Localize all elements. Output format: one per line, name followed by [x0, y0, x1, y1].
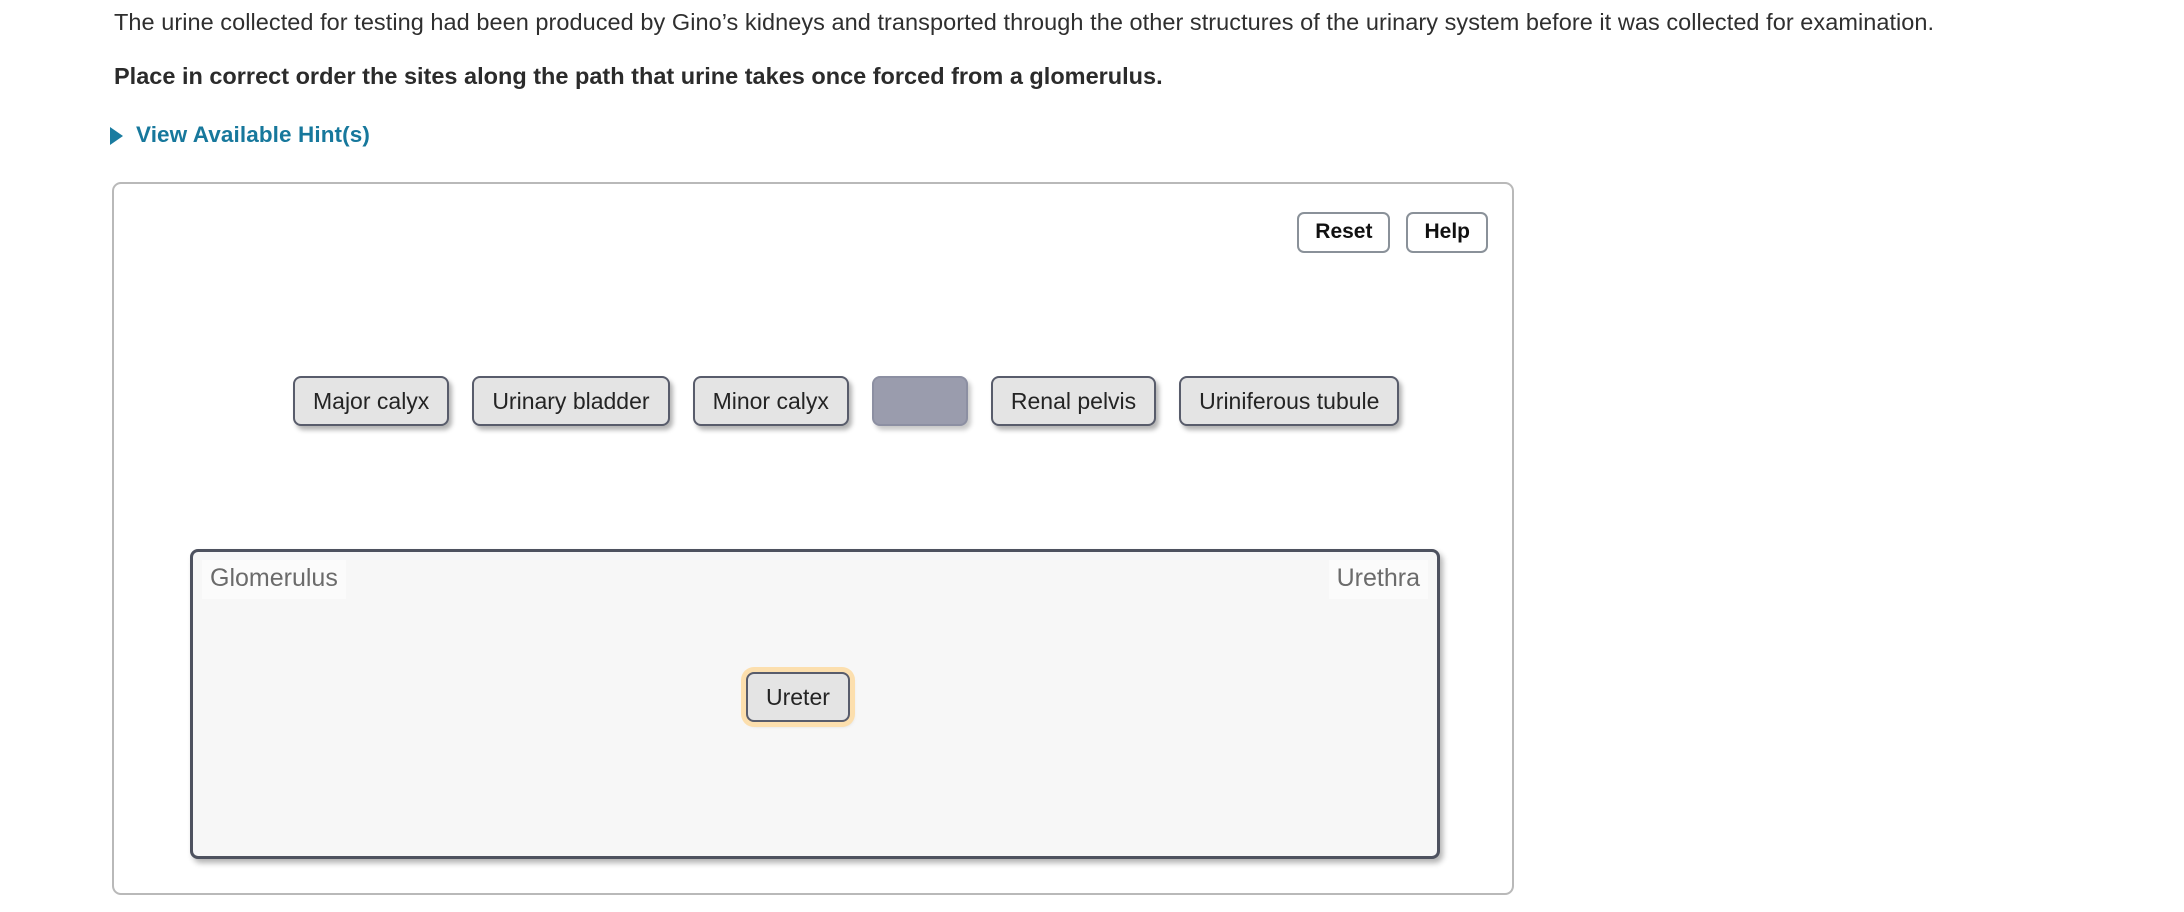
view-hints-label: View Available Hint(s) — [136, 122, 370, 147]
triangle-right-icon — [110, 126, 123, 145]
ordering-dropzone[interactable]: Glomerulus Urethra Ureter — [190, 549, 1440, 859]
bank-tile-minor-calyx[interactable]: Minor calyx — [692, 376, 849, 426]
bank-tile-major-calyx[interactable]: Major calyx — [293, 376, 450, 426]
placed-tile-ureter[interactable]: Ureter — [746, 672, 850, 722]
bank-tile-empty-slot — [871, 376, 968, 426]
bank-tile-urinary-bladder[interactable]: Urinary bladder — [472, 376, 670, 426]
dropzone-start-label: Glomerulus — [202, 560, 346, 599]
reset-button[interactable]: Reset — [1297, 212, 1391, 253]
dropzone-end-label: Urethra — [1328, 560, 1428, 599]
tile-bank: Major calyx Urinary bladder Minor calyx … — [293, 376, 1400, 426]
question-context: The urine collected for testing had been… — [114, 9, 1935, 35]
exercise-toolbar: Reset Help — [1297, 212, 1488, 253]
bank-tile-uriniferous-tubule[interactable]: Uriniferous tubule — [1179, 376, 1400, 426]
view-hints-link[interactable]: View Available Hint(s) — [110, 122, 370, 148]
help-button[interactable]: Help — [1406, 212, 1488, 253]
question-prompt: Place in correct order the sites along t… — [114, 63, 1163, 89]
exercise-panel: Reset Help Major calyx Urinary bladder M… — [112, 182, 1514, 895]
bank-tile-renal-pelvis[interactable]: Renal pelvis — [990, 376, 1157, 426]
